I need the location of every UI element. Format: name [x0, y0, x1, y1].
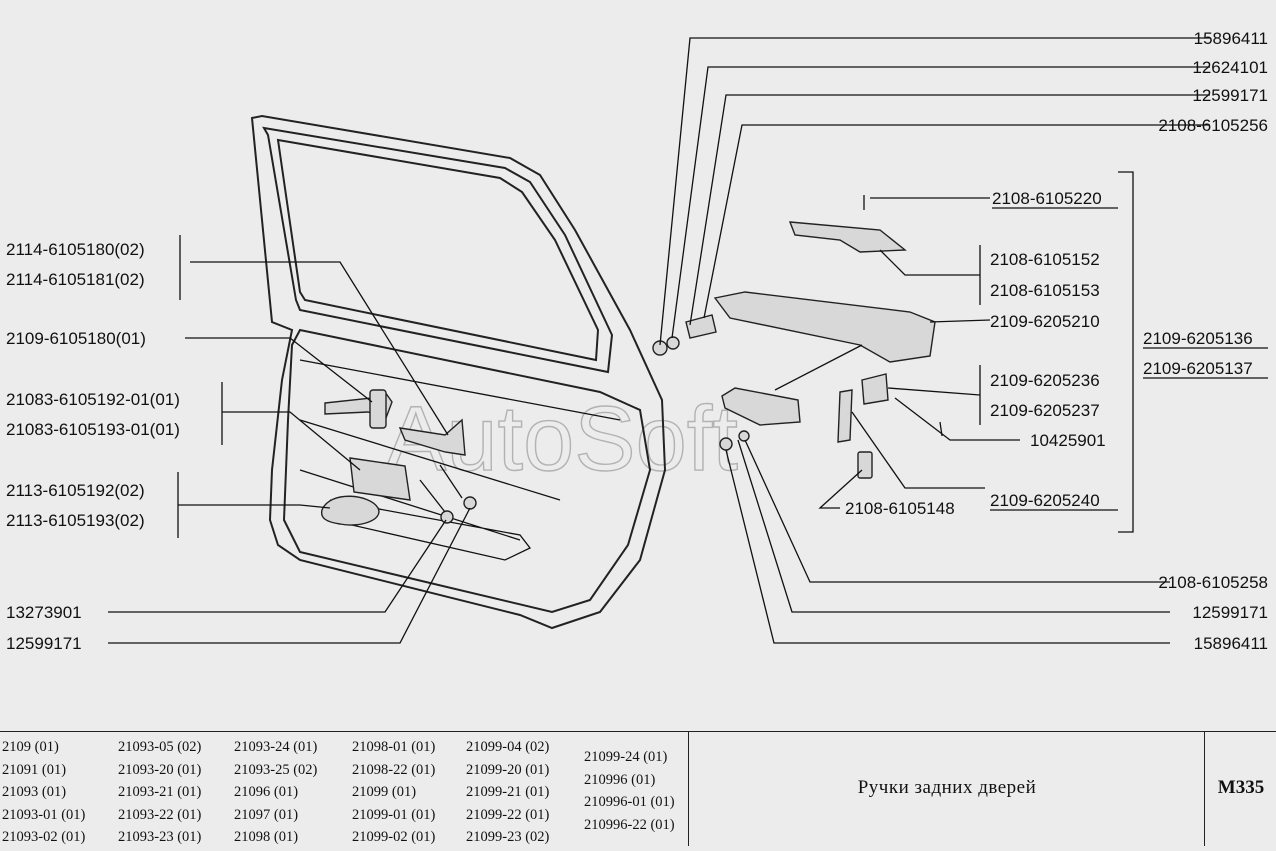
exterior-handle-parts [652, 195, 943, 479]
label-rod-c: 2109-6205240 [990, 491, 1100, 510]
label-inner-handle-b: 2114-6105181(02) [6, 270, 145, 289]
washer-a [666, 336, 680, 350]
model-item: 21093-02 (01) [2, 829, 86, 845]
label-assembly-b: 2109-6205137 [1143, 359, 1253, 378]
bolt [440, 510, 454, 524]
label-12599171-bottom: 12599171 [1192, 603, 1268, 622]
gasket [685, 314, 717, 339]
leader-lines [108, 37, 1210, 644]
model-item: 21093-25 (02) [234, 761, 318, 778]
rod-clip [861, 373, 889, 405]
model-item: 21093 (01) [2, 784, 67, 800]
inner-handle-right [398, 418, 466, 456]
label-clip: 2108-6105148 [845, 499, 955, 518]
model-item: 21099-01 (01) [352, 806, 436, 823]
door-illustration [250, 114, 667, 630]
label-nut: 12599171 [6, 634, 82, 653]
model-item: 21093-23 (01) [118, 829, 202, 845]
rod [837, 389, 853, 443]
model-item: 21099-23 (02) [466, 829, 550, 845]
model-column: 2109 (01) 21091 (01) 21093 (01) 21093-01… [2, 738, 85, 851]
label-inner-handle-a: 2114-6105180(02) [6, 240, 145, 259]
model-column: 21099-04 (02) 21099-20 (01) 21099-21 (01… [466, 738, 549, 851]
label-15896411-bottom: 15896411 [1194, 634, 1268, 653]
model-item: 21091 (01) [2, 761, 67, 778]
model-item: 21097 (01) [234, 806, 299, 823]
model-item: 21093-20 (01) [118, 761, 202, 778]
model-item: 21099-21 (01) [466, 784, 550, 800]
model-item: 21099-02 (01) [352, 829, 436, 845]
model-item: 21099-24 (01) [584, 749, 668, 765]
label-bolt: 13273901 [6, 603, 82, 622]
handle-bracket [369, 389, 387, 429]
model-item: 21093-22 (01) [118, 806, 202, 823]
label-2108-6105258: 2108-6105258 [1158, 573, 1268, 592]
label-screw-b: 10425901 [1030, 431, 1106, 450]
model-item: 21098-01 (01) [352, 739, 436, 755]
model-item: 210996 (01) [584, 771, 656, 788]
label-2108-6105256: 2108-6105256 [1158, 116, 1268, 135]
lever [788, 221, 907, 253]
label-rod-a: 2109-6205236 [990, 371, 1100, 390]
label-lever-a: 2108-6105152 [990, 250, 1100, 269]
model-item: 210996-22 (01) [584, 816, 675, 833]
model-item: 210996-01 (01) [584, 794, 675, 810]
clip [857, 451, 873, 479]
model-column: 21093-05 (02) 21093-20 (01) 21093-21 (01… [118, 738, 201, 851]
sheet-code: M335 [1217, 777, 1265, 798]
model-item: 21093-05 (02) [118, 739, 202, 755]
model-item: 21093-21 (01) [118, 784, 202, 800]
nut [463, 496, 477, 510]
washer-b [738, 430, 750, 442]
label-escutcheon-a: 21083-6105192-01(01) [6, 390, 180, 409]
label-15896411-top: 15896411 [1194, 29, 1268, 48]
title-block: 2109 (01) 21091 (01) 21093 (01) 21093-01… [0, 731, 1276, 846]
label-inner-handle-c: 2109-6105180(01) [6, 329, 146, 348]
label-12599171-top: 12599171 [1192, 86, 1268, 105]
nut-b [719, 437, 733, 451]
divider [688, 732, 689, 846]
escutcheon [349, 457, 411, 501]
handle-pad [721, 387, 801, 426]
model-item: 21098 (01) [234, 829, 299, 845]
label-12624101: 12624101 [1192, 58, 1268, 77]
model-column: 21098-01 (01) 21098-22 (01) 21099 (01) 2… [352, 738, 435, 851]
model-item: 21093-24 (01) [234, 739, 318, 755]
parts-diagram: AutoSoft [6, 29, 1268, 653]
model-column: 21099-24 (01) 210996 (01) 210996-01 (01)… [584, 748, 675, 838]
armrest-handle [320, 495, 380, 526]
divider [1204, 732, 1205, 846]
label-handle: 2109-6205210 [990, 312, 1100, 331]
label-escutcheon-b: 21083-6105193-01(01) [6, 420, 180, 439]
model-item: 21096 (01) [234, 784, 299, 800]
model-item: 21099 (01) [352, 784, 417, 800]
label-armrest-b: 2113-6105193(02) [6, 511, 145, 530]
label-lever-b: 2108-6105153 [990, 281, 1100, 300]
model-item: 21099-04 (02) [466, 739, 550, 755]
model-item: 21099-20 (01) [466, 761, 550, 778]
label-screw: 2108-6105220 [992, 189, 1102, 208]
model-column: 21093-24 (01) 21093-25 (02) 21096 (01) 2… [234, 738, 317, 851]
model-item: 21099-22 (01) [466, 806, 550, 823]
label-assembly-a: 2109-6205136 [1143, 329, 1253, 348]
outer-handle [713, 291, 936, 363]
model-item: 21098-22 (01) [352, 761, 436, 778]
model-item: 21093-01 (01) [2, 806, 86, 823]
model-item: 2109 (01) [2, 739, 59, 755]
label-rod-b: 2109-6205237 [990, 401, 1100, 420]
model-list: 2109 (01) 21091 (01) 21093 (01) 21093-01… [0, 732, 688, 845]
sheet-title: Ручки задних дверей [857, 777, 1037, 798]
label-armrest-a: 2113-6105192(02) [6, 481, 145, 500]
